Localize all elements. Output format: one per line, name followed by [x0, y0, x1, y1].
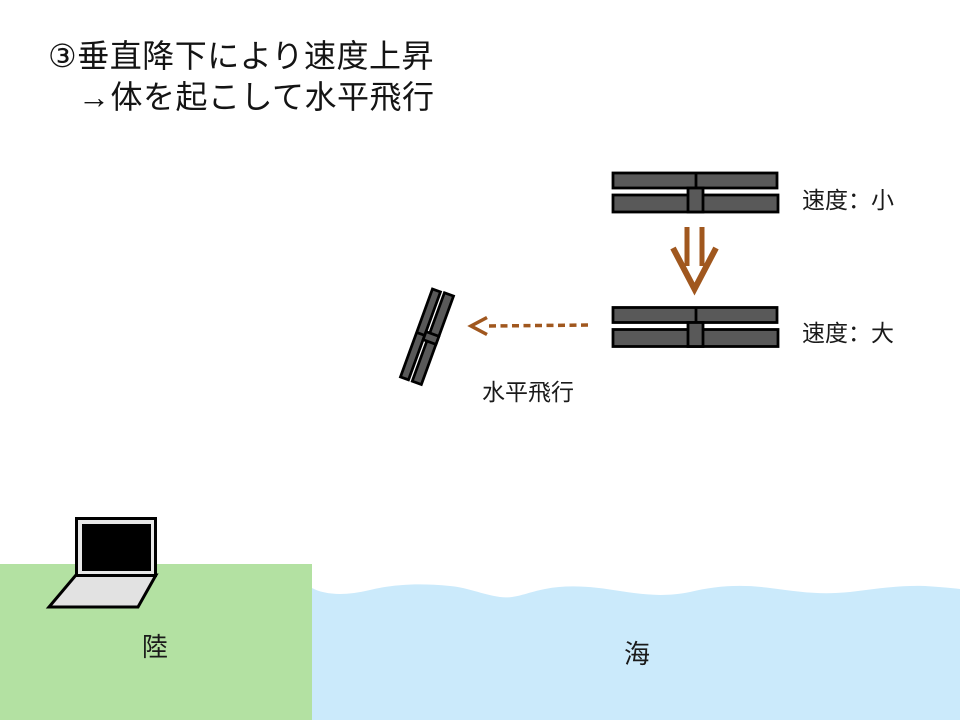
slide-title: ③垂直降下により速度上昇 →体を起こして水平飛行: [48, 36, 435, 118]
dashed-left-arrow-icon: [467, 315, 592, 337]
glider-tilted-icon: [400, 288, 454, 385]
speed-large-label: 速度：大: [802, 320, 894, 346]
glider-top-view-icon: [612, 307, 779, 347]
laptop-icon: [45, 517, 159, 609]
title-line-2: →体を起こして水平飛行: [78, 79, 435, 115]
double-down-arrow-icon: [670, 227, 719, 296]
sea-label: 海: [624, 639, 651, 669]
horizontal-flight-label: 水平飛行: [482, 379, 574, 405]
land-label: 陸: [142, 632, 169, 662]
sea-region: [312, 584, 960, 720]
laptop-screen: [82, 524, 151, 571]
glider-top-view-icon: [612, 172, 779, 213]
title-line-1: ③垂直降下により速度上昇: [48, 38, 435, 74]
land-region: [0, 564, 312, 720]
speed-small-label: 速度：小: [802, 187, 894, 213]
